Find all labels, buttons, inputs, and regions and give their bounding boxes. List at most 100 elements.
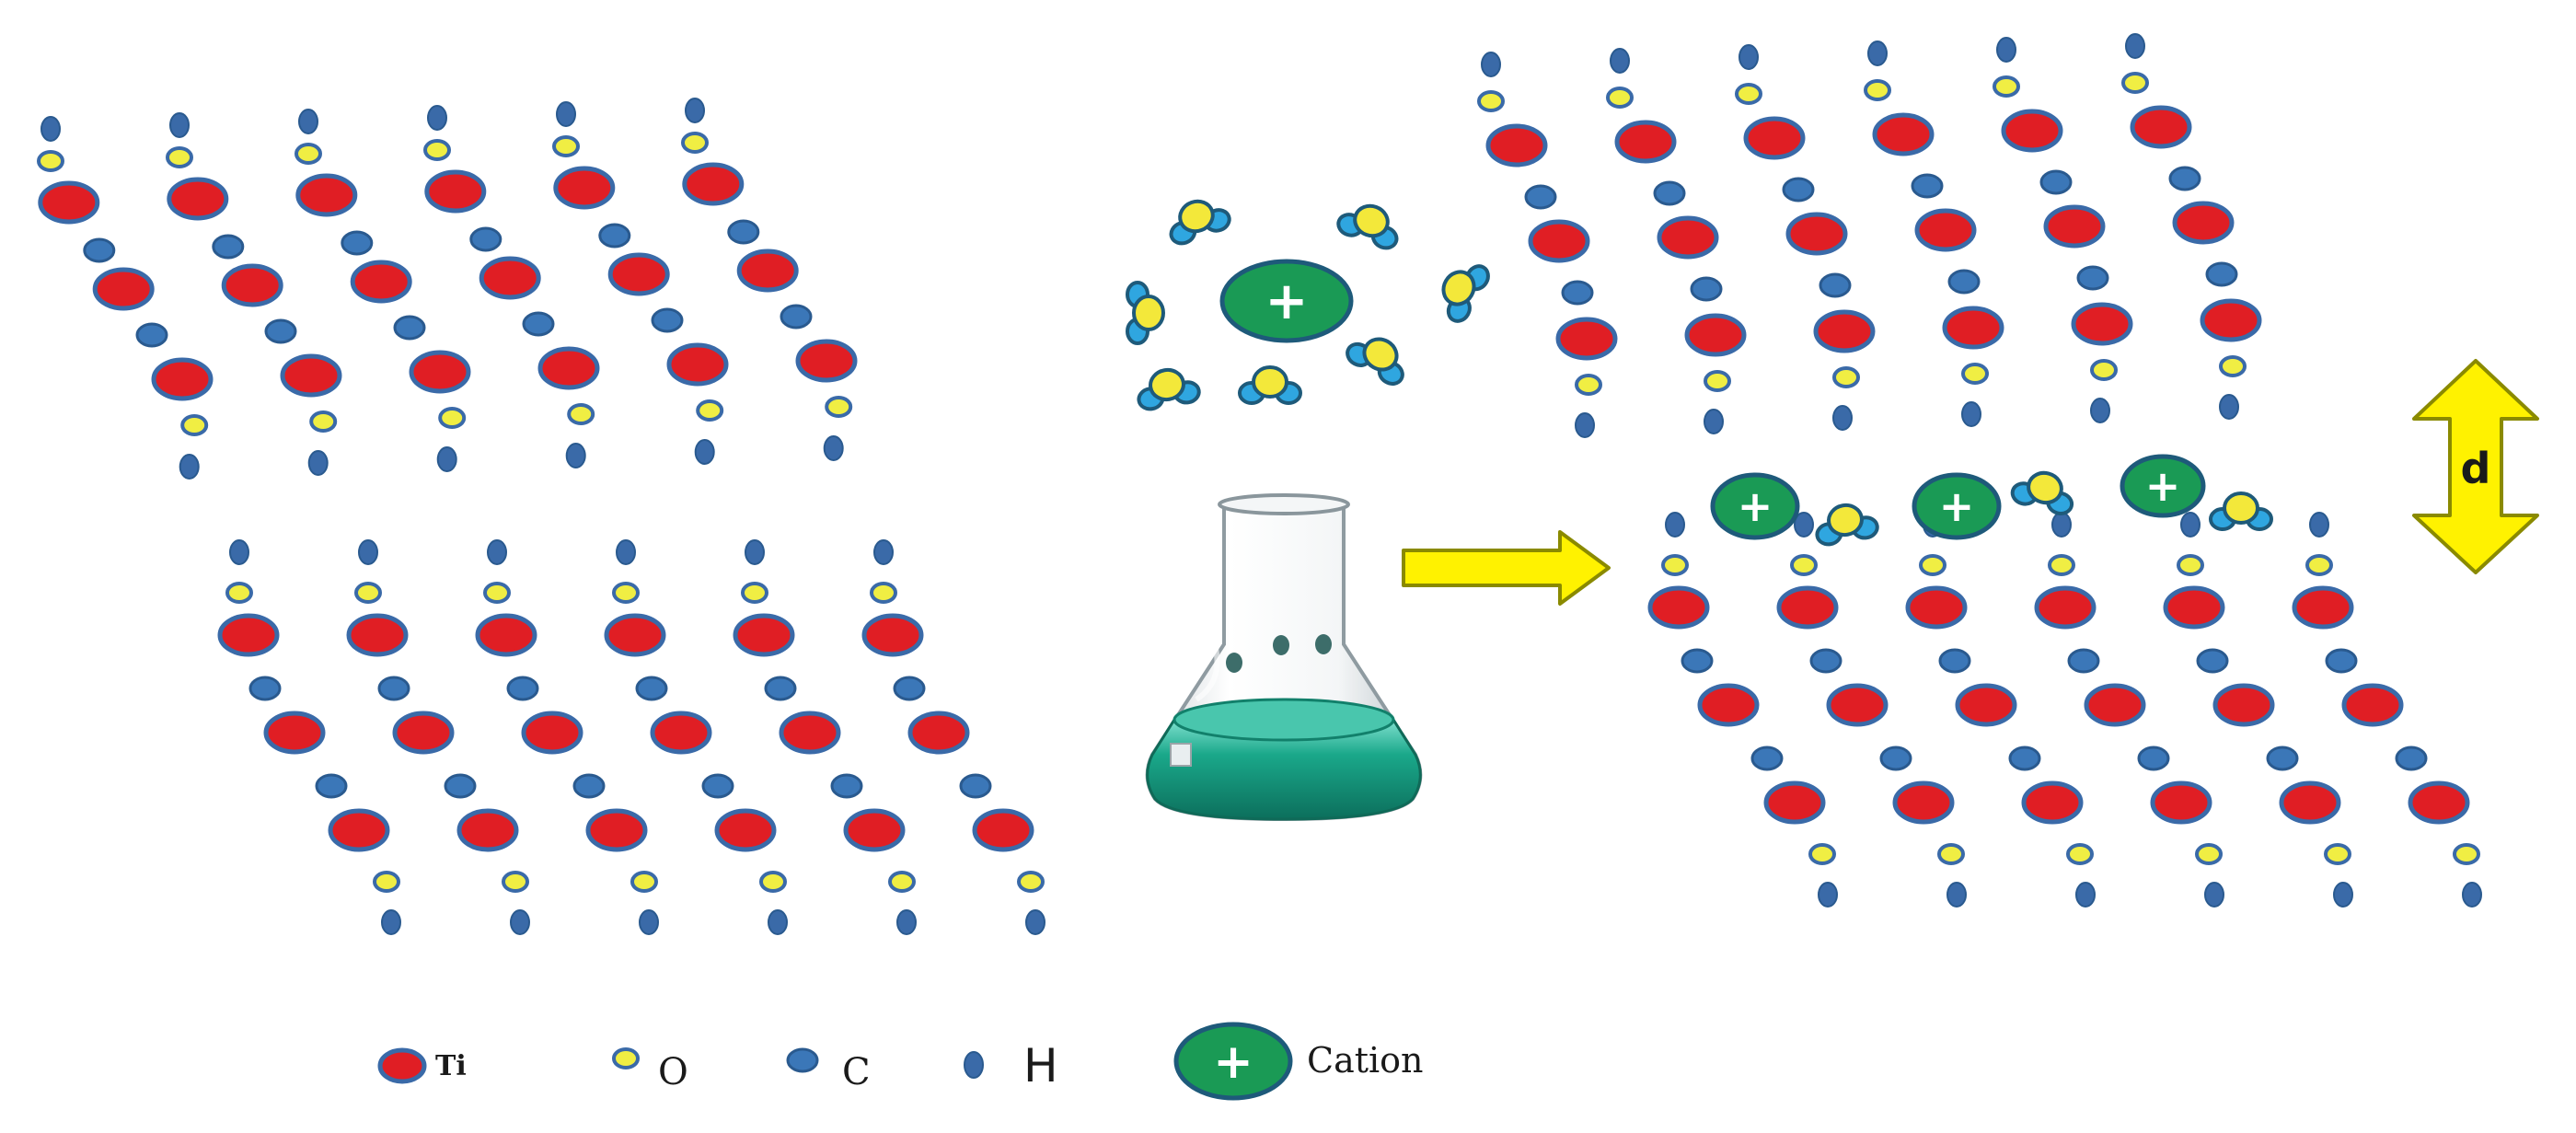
ti-atom bbox=[736, 249, 799, 293]
o-atom bbox=[180, 414, 209, 436]
left-lower-layer-column bbox=[733, 539, 917, 935]
legend-label-ti: Ti bbox=[435, 1050, 467, 1082]
cation-plus-sign: + bbox=[1939, 481, 1975, 531]
legend-label-c: C bbox=[842, 1051, 871, 1093]
h-atom bbox=[298, 109, 318, 134]
c-atom bbox=[1653, 180, 1686, 206]
o-atom bbox=[696, 399, 724, 422]
c-atom bbox=[893, 676, 926, 701]
h-atom bbox=[1704, 409, 1724, 434]
c-atom bbox=[1809, 648, 1842, 674]
o-atom bbox=[1937, 843, 1965, 865]
c-atom bbox=[1938, 648, 1971, 674]
o-atom bbox=[1477, 90, 1505, 112]
h-atom bbox=[2051, 512, 2072, 538]
c-atom bbox=[393, 315, 426, 341]
legend-cation-plus-sign: + bbox=[1213, 1035, 1253, 1090]
cation-plus-sign: + bbox=[1265, 272, 1309, 331]
c-atom bbox=[959, 773, 992, 799]
c-atom bbox=[444, 773, 477, 799]
o-atom-icon bbox=[612, 1047, 640, 1069]
right-lower-layer-column bbox=[2163, 512, 2353, 908]
ti-atom bbox=[2084, 683, 2146, 727]
ti-atom bbox=[392, 711, 455, 755]
left-upper-layer-column bbox=[166, 112, 342, 476]
legend-label-o: O bbox=[658, 1051, 688, 1093]
ti-atom bbox=[2021, 780, 2084, 825]
o-atom bbox=[1919, 554, 1946, 576]
h-atom bbox=[1794, 512, 1814, 538]
ti-atom bbox=[1743, 116, 1806, 160]
right-upper-layer-column bbox=[1864, 40, 2004, 427]
c-atom bbox=[2196, 648, 2229, 674]
c-atom bbox=[1524, 184, 1557, 210]
c-atom bbox=[2205, 261, 2238, 287]
h-atom bbox=[169, 112, 190, 138]
c-atom bbox=[2067, 648, 2100, 674]
c-atom bbox=[135, 322, 168, 348]
water-molecule-icon bbox=[2209, 491, 2273, 531]
ti-atom bbox=[2408, 780, 2470, 825]
o-atom bbox=[2195, 843, 2223, 865]
ti-atom bbox=[2163, 585, 2225, 630]
h-atom bbox=[1996, 37, 2016, 63]
c-atom bbox=[315, 773, 348, 799]
o-atom bbox=[483, 582, 511, 604]
o-atom bbox=[1832, 366, 1860, 388]
ti-atom bbox=[328, 808, 390, 852]
o-atom bbox=[502, 871, 529, 893]
c-atom bbox=[635, 676, 668, 701]
h-atom bbox=[768, 909, 788, 935]
ti-atom bbox=[2341, 683, 2404, 727]
ti-atom bbox=[2071, 302, 2133, 346]
h-atom bbox=[307, 450, 329, 476]
c-atom bbox=[1911, 173, 1944, 199]
ti-atom bbox=[1657, 215, 1719, 260]
ti-atom bbox=[604, 613, 666, 657]
ti-atom bbox=[2150, 780, 2212, 825]
o-atom bbox=[612, 582, 640, 604]
c-atom bbox=[572, 773, 606, 799]
left-upper-layer-column bbox=[552, 101, 729, 465]
o-atom bbox=[37, 150, 64, 172]
c-atom bbox=[2039, 169, 2073, 195]
ti-atom bbox=[2292, 585, 2354, 630]
c-atom bbox=[598, 223, 631, 249]
o-atom bbox=[888, 871, 916, 893]
ti-atom bbox=[346, 613, 409, 657]
o-atom bbox=[225, 582, 253, 604]
right-upper-layer-column bbox=[1993, 37, 2133, 423]
ti-atom bbox=[350, 260, 412, 304]
h-atom bbox=[685, 98, 705, 123]
legend-item-c: C bbox=[786, 1047, 871, 1093]
flask-bubble bbox=[1315, 634, 1332, 654]
ti-atom-icon bbox=[377, 1047, 427, 1084]
h-atom bbox=[556, 101, 576, 127]
h-atom bbox=[565, 443, 586, 468]
c-atom bbox=[727, 219, 760, 245]
ti-atom bbox=[1914, 208, 1977, 252]
ti-atom bbox=[795, 339, 858, 383]
ti-atom bbox=[1872, 112, 1935, 156]
ti-atom bbox=[1763, 780, 1826, 825]
c-atom bbox=[701, 773, 734, 799]
water-molecule-icon bbox=[1815, 503, 1879, 547]
legend-label-cation: Cation bbox=[1307, 1040, 1424, 1081]
ti-atom bbox=[1892, 780, 1955, 825]
double-arrow-icon bbox=[2412, 359, 2539, 574]
ti-atom bbox=[263, 711, 326, 755]
ti-atom bbox=[2130, 105, 2192, 149]
o-atom bbox=[1704, 370, 1731, 392]
flask-icon bbox=[1145, 493, 1423, 822]
h-atom bbox=[2125, 33, 2145, 59]
o-atom bbox=[438, 407, 467, 429]
o-atom bbox=[2324, 843, 2351, 865]
ti-atom bbox=[456, 808, 519, 852]
ti-atom bbox=[779, 711, 841, 755]
right-arrow-icon bbox=[1402, 530, 1611, 606]
c-atom bbox=[522, 311, 555, 337]
left-lower-layer-column bbox=[217, 539, 401, 935]
o-atom bbox=[423, 139, 451, 161]
c-atom bbox=[2137, 746, 2170, 771]
